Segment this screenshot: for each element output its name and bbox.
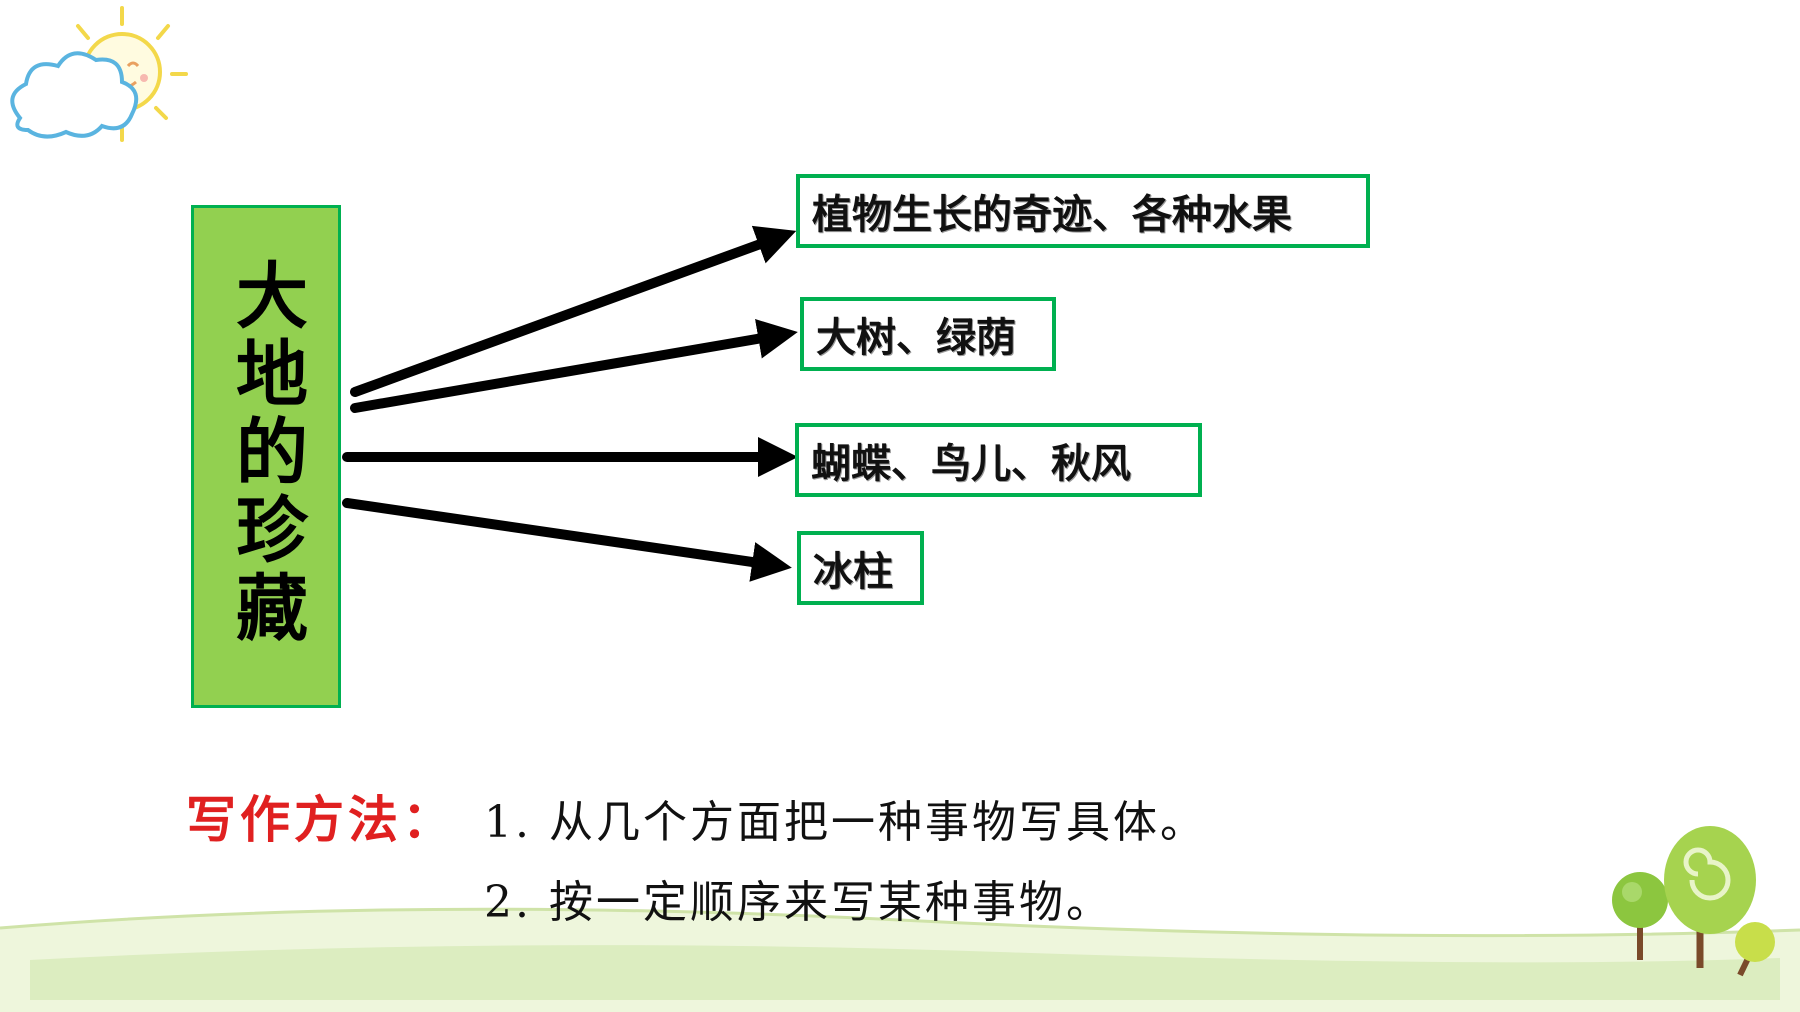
writing-method-label: 写作方法：	[186, 790, 456, 849]
arrow-2	[350, 319, 798, 413]
writing-method-item-1: 1. 从几个方面把一种事物写具体。	[484, 797, 1207, 848]
branch-box-1: 植物生长的奇迹、各种水果	[796, 174, 1370, 248]
branch-box-3: 蝴蝶、鸟儿、秋风	[795, 423, 1202, 497]
center-topic-text: 大地的珍藏	[223, 258, 309, 648]
tree-icon	[1612, 826, 1775, 977]
cloud-icon	[10, 51, 139, 139]
arrow-4	[342, 498, 792, 582]
branch-box-4: 冰柱	[797, 531, 924, 605]
grass-band	[0, 907, 1800, 1012]
branch-box-2: 大树、绿荫	[800, 297, 1056, 371]
arrow-1	[350, 225, 797, 397]
center-topic-box: 大地的珍藏	[191, 205, 341, 708]
writing-method-item-2: 2. 按一定顺序来写某种事物。	[484, 877, 1113, 928]
